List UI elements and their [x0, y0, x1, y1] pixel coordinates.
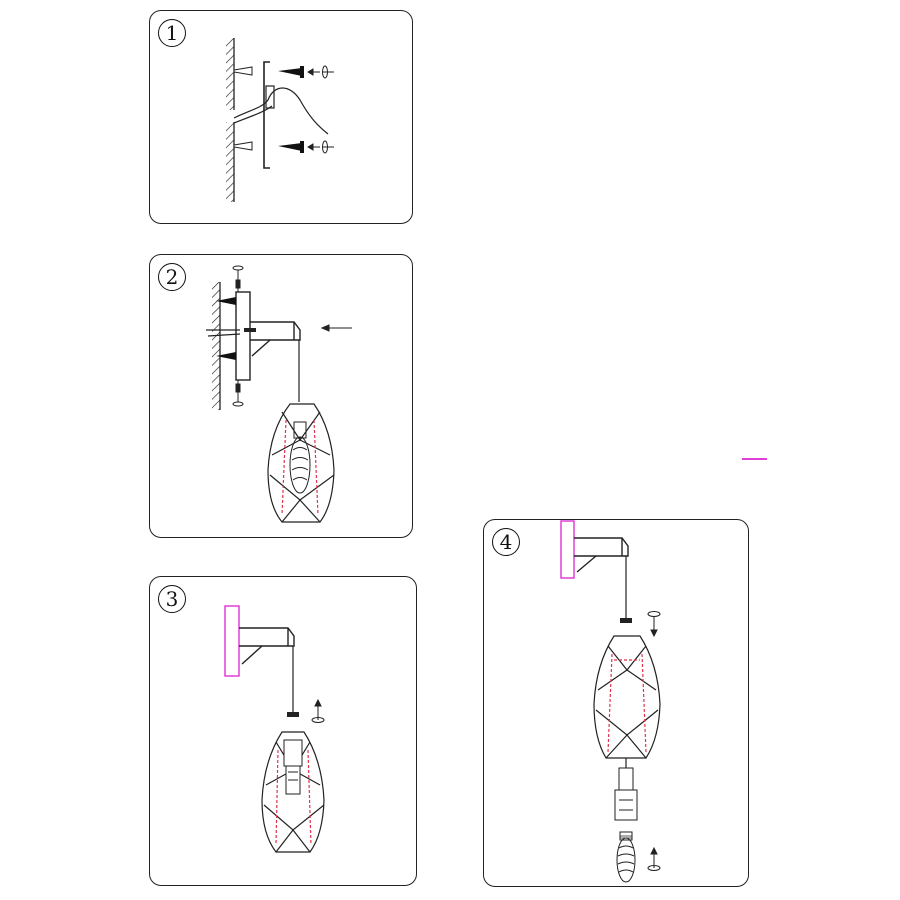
step-1-number: 1	[158, 19, 186, 47]
step-4-number: 4	[492, 528, 520, 556]
step-3-panel: 3	[149, 576, 417, 886]
step-2-number: 2	[158, 263, 186, 291]
highlight-mark	[742, 458, 767, 460]
step-4-panel: 4	[483, 519, 749, 887]
step-2-panel: 2	[149, 254, 413, 538]
step-3-number: 3	[158, 585, 186, 613]
step-1-panel: 1	[149, 10, 413, 224]
